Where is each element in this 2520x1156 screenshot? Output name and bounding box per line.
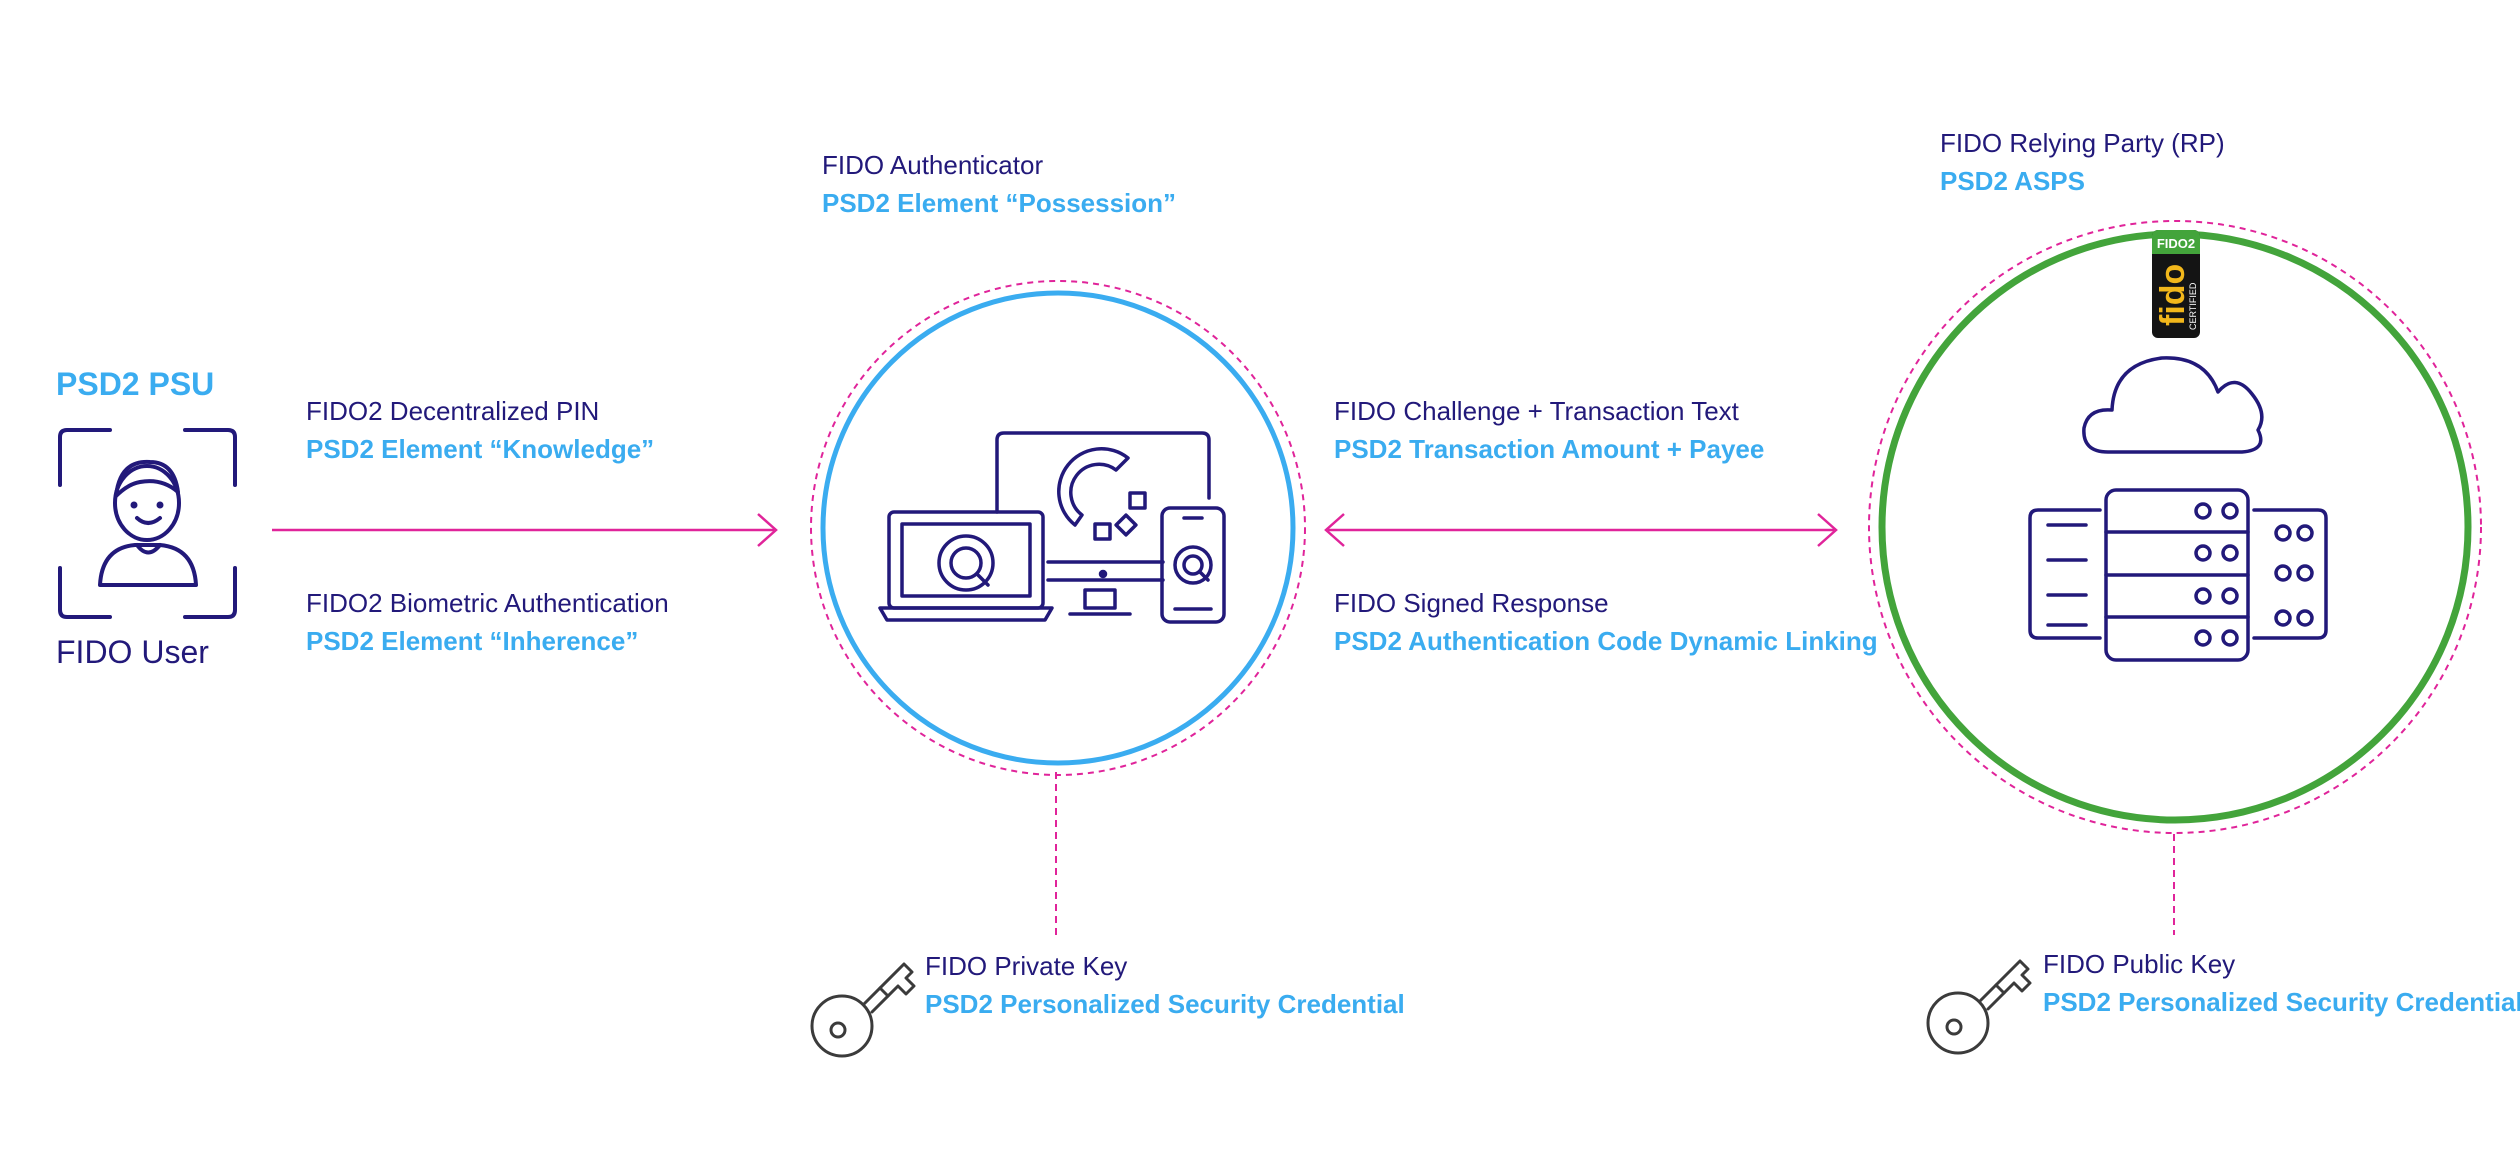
server-rack-icon <box>2028 488 2328 662</box>
dynamic-linking-label: PSD2 Authentication Code Dynamic Linking <box>1334 626 1878 656</box>
relying-party-fido-label: FIDO Relying Party (RP) <box>1940 128 2225 158</box>
rp-dashed-ring <box>1868 220 2482 834</box>
transaction-amount-label: PSD2 Transaction Amount + Payee <box>1334 434 1765 464</box>
possession-element-label: PSD2 Element “Possession” <box>822 188 1177 218</box>
public-key-psd2-label: PSD2 Personalized Security Credential <box>2043 987 2520 1017</box>
challenge-label: FIDO Challenge + Transaction Text <box>1334 396 1739 426</box>
asps-label: PSD2 ASPS <box>1940 166 2085 196</box>
knowledge-element-label: PSD2 Element “Knowledge” <box>306 434 655 464</box>
cloud-icon <box>2082 356 2264 454</box>
signed-response-label: FIDO Signed Response <box>1334 588 1609 618</box>
fido-certified-badge: FIDO2 fido CERTIFIED <box>2152 230 2200 338</box>
private-key-psd2-label: PSD2 Personalized Security Credential <box>925 989 1405 1019</box>
key-icon <box>810 962 916 1058</box>
laptop-monitor-phone-icon <box>878 431 1226 624</box>
badge-sub-text: CERTIFIED <box>2188 282 2198 330</box>
inherence-element-label: PSD2 Element “Inherence” <box>306 626 639 656</box>
badge-top-text: FIDO2 <box>2157 236 2195 251</box>
key-icon <box>1926 959 2032 1055</box>
private-key-fido-label: FIDO Private Key <box>925 951 1128 981</box>
psu-label: PSD2 PSU <box>56 366 215 402</box>
decentralized-pin-label: FIDO2 Decentralized PIN <box>306 396 600 426</box>
arrow-user-to-authenticator <box>272 513 778 547</box>
biometric-auth-label: FIDO2 Biometric Authentication <box>306 588 669 618</box>
user-eyes <box>130 501 164 509</box>
authenticator-circle <box>820 290 1296 766</box>
public-key-fido-label: FIDO Public Key <box>2043 949 2236 979</box>
authenticator-fido-label: FIDO Authenticator <box>822 150 1044 180</box>
badge-logo-text: fido <box>2154 264 2192 326</box>
authenticator-dashed-ring <box>810 280 1306 776</box>
arrow-authenticator-rp <box>1324 513 1838 547</box>
user-face-scan-icon <box>58 428 237 619</box>
fido-user-label: FIDO User <box>56 634 209 670</box>
